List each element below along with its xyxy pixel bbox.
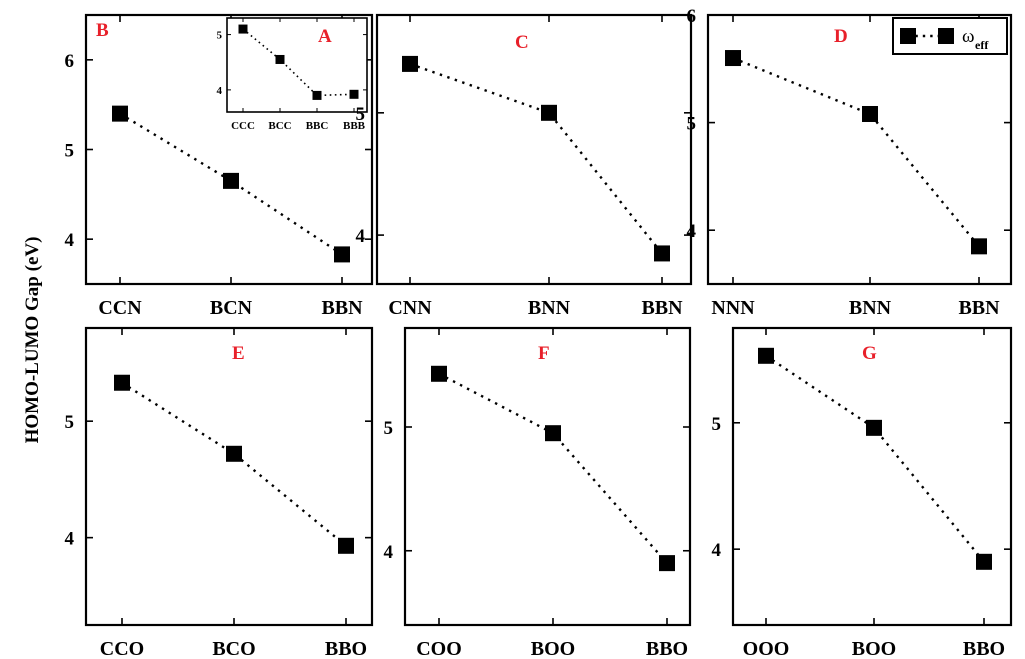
- panel-b-ytick-label: 5: [65, 141, 75, 162]
- panel-c-point: [654, 245, 670, 262]
- legend: ω eff: [892, 17, 1008, 55]
- panel-f-point: [659, 555, 675, 572]
- panel-g-point: [866, 419, 882, 436]
- panel-c-point: [402, 55, 418, 72]
- panel-d-point: [862, 105, 878, 122]
- legend-subscript: eff: [975, 38, 989, 52]
- panel-a-category-label: BCC: [268, 120, 291, 132]
- panel-c-category-label: BBN: [641, 297, 683, 319]
- panel-f-frame: [403, 326, 692, 627]
- panel-g-ytick-label: 4: [712, 540, 722, 561]
- panel-g-point: [976, 553, 992, 570]
- panel-c-series-line: [409, 62, 663, 255]
- panel-c-ytick-label: 5: [356, 104, 366, 125]
- panel-a-category-label: BBB: [343, 120, 366, 132]
- y-axis-label: HOMO-LUMO Gap (eV): [22, 237, 43, 444]
- panel-d-point: [725, 50, 741, 67]
- panel-e-category-label: BCO: [212, 638, 255, 659]
- panel-a-ytick-label: 5: [217, 30, 223, 42]
- panel-g-point: [758, 347, 774, 364]
- panel-f-category-label: BBO: [646, 638, 688, 659]
- panel-a-point: [275, 54, 285, 64]
- panel-f-point: [431, 365, 447, 382]
- panel-g-category-label: BOO: [852, 638, 896, 659]
- panel-c-category-label: CNN: [388, 297, 432, 319]
- panel-d-ytick-label: 6: [687, 6, 697, 27]
- panel-e-ytick-label: 4: [65, 529, 75, 550]
- panel-f-point: [545, 425, 561, 442]
- panel-d-point: [971, 238, 987, 255]
- panel-e-ytick-label: 5: [65, 412, 75, 433]
- panel-e-category-label: BBO: [325, 638, 367, 659]
- panel-g-series-line: [765, 354, 985, 563]
- panel-a-point: [238, 24, 248, 34]
- panel-f-ytick-label: 5: [384, 418, 394, 439]
- panel-b-category-label: BBN: [321, 297, 363, 319]
- panel-f-label: F: [538, 343, 550, 364]
- panel-d-label: D: [834, 26, 848, 47]
- panel-a-category-label: CCC: [231, 120, 255, 132]
- panel-c-point: [541, 104, 557, 121]
- panel-a-series-line: [242, 28, 355, 97]
- panel-g-ytick-label: 5: [712, 414, 722, 435]
- panel-c-label: C: [515, 32, 529, 53]
- panel-b-point: [223, 172, 239, 189]
- panel-a-frame: [226, 17, 368, 113]
- panel-g-category-label: OOO: [743, 638, 790, 659]
- panel-f-category-label: COO: [416, 638, 462, 659]
- panel-a-ytick-label: 4: [217, 85, 223, 97]
- panel-g-frame: [731, 326, 1013, 627]
- legend-marker-left: [900, 28, 916, 44]
- panel-f-ytick-label: 4: [384, 542, 394, 563]
- panel-b-category-label: BCN: [210, 297, 253, 319]
- panel-c-category-label: BNN: [528, 297, 571, 319]
- panel-b-point: [112, 105, 128, 122]
- panel-e-point: [114, 374, 130, 391]
- panel-e-series-line: [121, 381, 347, 547]
- panel-e-frame: [84, 326, 374, 627]
- panel-b-ytick-label: 6: [65, 51, 75, 72]
- panel-e-label: E: [232, 343, 245, 364]
- panel-e-category-label: CCO: [100, 638, 144, 659]
- legend-marker-right: [938, 28, 954, 44]
- panel-b-label: B: [96, 20, 109, 41]
- panel-d-category-label: NNN: [711, 297, 755, 319]
- panel-a-point: [312, 90, 322, 100]
- panel-e-point: [338, 537, 354, 554]
- panel-f-category-label: BOO: [531, 638, 575, 659]
- panel-c-frame: [375, 13, 693, 286]
- panel-c-ytick-label: 4: [356, 226, 366, 247]
- panel-g-label: G: [862, 343, 877, 364]
- panel-d-category-label: BNN: [849, 297, 892, 319]
- panel-a-point: [349, 89, 359, 99]
- panel-d-ytick-label: 5: [687, 114, 697, 135]
- panel-a-label: A: [318, 26, 332, 47]
- panel-b-category-label: CCN: [98, 297, 142, 319]
- panel-g-category-label: BBO: [963, 638, 1005, 659]
- legend-symbol: ω: [962, 26, 975, 47]
- panel-b-ytick-label: 4: [65, 230, 75, 251]
- panel-e-point: [226, 445, 242, 462]
- panel-a-category-label: BBC: [306, 120, 329, 132]
- panel-d-frame: [706, 13, 1013, 286]
- panel-d-ytick-label: 4: [687, 221, 697, 242]
- panel-d-series-line: [732, 56, 980, 248]
- panel-d-category-label: BBN: [958, 297, 1000, 319]
- panel-b-point: [334, 246, 350, 263]
